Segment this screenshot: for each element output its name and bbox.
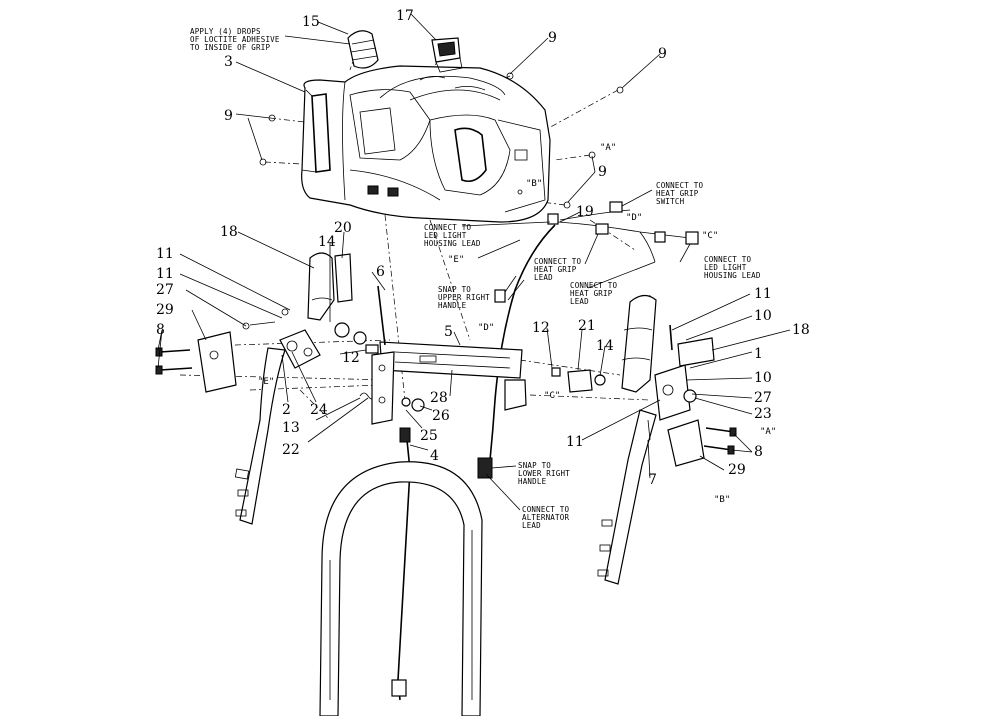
right-handle-assembly — [551, 294, 737, 585]
ref-c-bar: "C" — [544, 391, 560, 401]
callout-29: 29 — [156, 302, 174, 318]
callout-13: 13 — [282, 420, 300, 436]
part-callouts: 15 17 9 9 9 9 3 19 20 18 14 11 11 27 29 … — [156, 8, 810, 488]
callout-11: 11 — [566, 434, 584, 450]
console-housing — [301, 65, 551, 223]
ref-d-top: "D" — [626, 213, 642, 223]
callout-9: 9 — [548, 30, 557, 46]
callout-18: 18 — [792, 322, 810, 338]
callout-11: 11 — [156, 266, 174, 282]
note-heat-grip-lead-b: CONNECT TO HEAT GRIP LEAD — [570, 281, 622, 306]
callout-2: 2 — [282, 402, 291, 418]
callout-4: 4 — [430, 448, 439, 464]
callout-11: 11 — [754, 286, 772, 302]
callout-27: 27 — [754, 390, 772, 406]
center-crossbar — [371, 285, 527, 701]
left-handle-assembly — [155, 252, 385, 525]
callout-9: 9 — [224, 108, 233, 124]
ref-b-top: "B" — [526, 179, 542, 189]
callout-8: 8 — [754, 444, 763, 460]
wire-harness — [477, 201, 699, 479]
lower-u-handle — [319, 461, 483, 716]
callout-1: 1 — [754, 346, 763, 362]
callout-28: 28 — [430, 390, 448, 406]
leader-lines — [157, 13, 791, 511]
callout-23: 23 — [754, 406, 772, 422]
ref-a-right: "A" — [760, 427, 776, 437]
note-alternator: CONNECT TO ALTERNATOR LEAD — [522, 505, 574, 530]
ref-e-top: "E" — [448, 255, 464, 265]
callout-24: 24 — [310, 402, 328, 418]
ref-b-right: "B" — [714, 495, 730, 505]
callout-19: 19 — [576, 204, 594, 220]
callout-3: 3 — [224, 54, 233, 70]
callout-14: 14 — [318, 234, 336, 250]
callout-12: 12 — [342, 350, 360, 366]
note-snap-upper-right: SNAP TO UPPER RIGHT HANDLE — [438, 285, 495, 310]
callout-11: 11 — [156, 246, 174, 262]
note-heat-grip-lead-a: CONNECT TO HEAT GRIP LEAD — [534, 257, 586, 282]
callout-29: 29 — [728, 462, 746, 478]
callout-9: 9 — [658, 46, 667, 62]
callout-18: 18 — [220, 224, 238, 240]
callout-9: 9 — [598, 164, 607, 180]
callout-10: 10 — [754, 308, 772, 324]
ref-e-left: "E" — [258, 377, 274, 387]
ref-d-bar: "D" — [478, 323, 494, 333]
note-led-light-left: CONNECT TO LED LIGHT HOUSING LEAD — [424, 223, 481, 248]
callout-6: 6 — [376, 264, 385, 280]
ref-c-top: "C" — [702, 231, 718, 241]
note-led-light-right: CONNECT TO LED LIGHT HOUSING LEAD — [704, 255, 761, 280]
note-snap-lower-right: SNAP TO LOWER RIGHT HANDLE — [518, 461, 575, 486]
callout-27: 27 — [156, 282, 174, 298]
note-loctite: APPLY (4) DROPS OF LOCTITE ADHESIVE TO I… — [190, 27, 284, 52]
callout-26: 26 — [432, 408, 450, 424]
reference-letters: "A" "B" "D" "C" "E" "D" "E" "C" "A" "B" — [258, 143, 776, 505]
callout-25: 25 — [420, 428, 438, 444]
callout-12: 12 — [532, 320, 550, 336]
assembly-notes: APPLY (4) DROPS OF LOCTITE ADHESIVE TO I… — [190, 27, 761, 530]
ref-a-top: "A" — [600, 143, 616, 153]
callout-14: 14 — [596, 338, 614, 354]
callout-20: 20 — [334, 220, 352, 236]
callout-15: 15 — [302, 14, 320, 30]
callout-8: 8 — [156, 322, 165, 338]
callout-10: 10 — [754, 370, 772, 386]
grip-and-switch — [259, 30, 624, 209]
callout-5: 5 — [444, 324, 453, 340]
callout-17: 17 — [396, 8, 414, 24]
callout-22: 22 — [282, 442, 300, 458]
callout-21: 21 — [578, 318, 596, 334]
callout-7: 7 — [648, 472, 657, 488]
note-heat-grip-switch: CONNECT TO HEAT GRIP SWITCH — [656, 181, 708, 206]
